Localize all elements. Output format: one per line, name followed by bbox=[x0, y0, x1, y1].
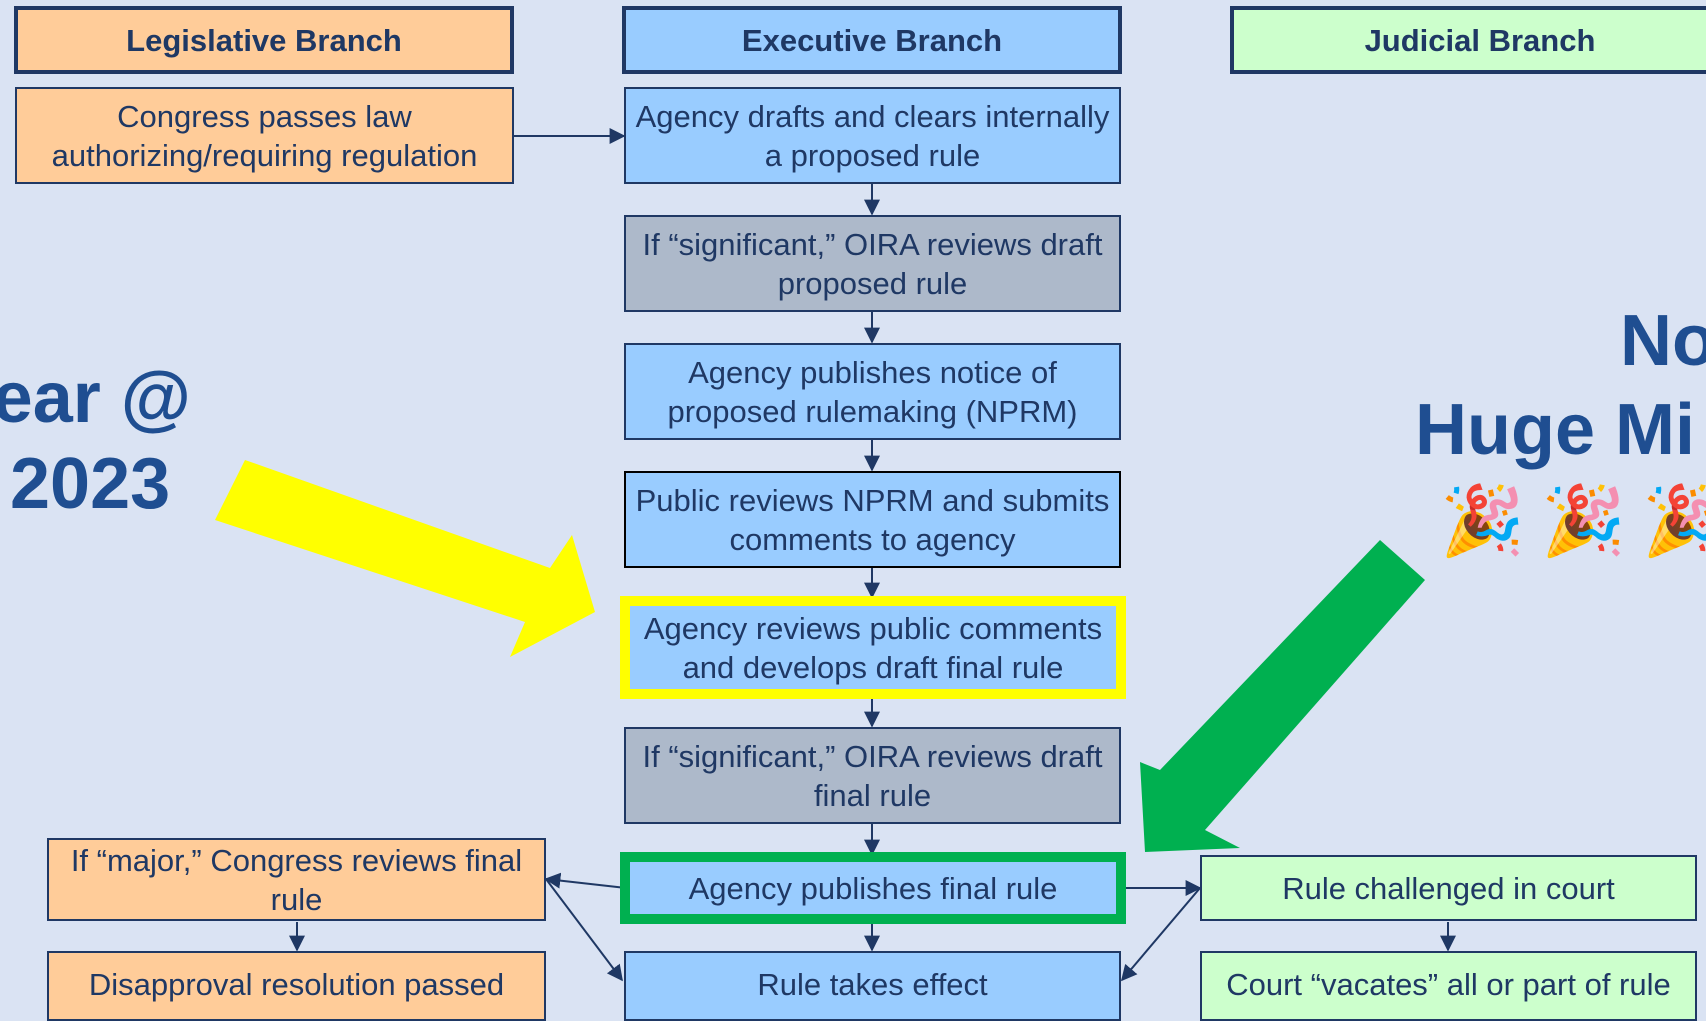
annotation-right-line2: Huge Mi bbox=[1415, 390, 1695, 470]
box-court-vacates-label: Court “vacates” all or part of rule bbox=[1226, 967, 1671, 1002]
box-publishes-final-label: Agency publishes final rule bbox=[688, 870, 1058, 906]
box-oira-proposed: If “significant,” OIRA reviews draft pro… bbox=[624, 215, 1121, 312]
box-agency-reviews-label: Agency reviews public comments and devel… bbox=[643, 610, 1103, 685]
box-nprm: Agency publishes notice of proposed rule… bbox=[624, 343, 1121, 440]
yellow-arrow bbox=[215, 460, 595, 657]
header-judicial-label: Judicial Branch bbox=[1364, 22, 1596, 58]
box-oira-proposed-label: If “significant,” OIRA reviews draft pro… bbox=[642, 226, 1103, 301]
arrow-congress-review-to-effect bbox=[545, 878, 623, 982]
box-congress-passes-label: Congress passes law authorizing/requirin… bbox=[51, 98, 478, 173]
box-publishes-final: Agency publishes final rule bbox=[620, 852, 1126, 924]
box-congress-reviews-label: If “major,” Congress reviews final rule bbox=[70, 842, 523, 917]
box-oira-final: If “significant,” OIRA reviews draft fin… bbox=[624, 727, 1121, 824]
header-executive: Executive Branch bbox=[622, 6, 1122, 74]
box-nprm-label: Agency publishes notice of proposed rule… bbox=[667, 354, 1078, 429]
box-congress-passes: Congress passes law authorizing/requirin… bbox=[15, 87, 514, 184]
party-popper-icon: 🎉 bbox=[1541, 483, 1626, 559]
box-agency-drafts-label: Agency drafts and clears internally a pr… bbox=[635, 98, 1110, 173]
box-rule-takes-effect: Rule takes effect bbox=[624, 951, 1121, 1021]
box-rule-takes-effect-label: Rule takes effect bbox=[757, 967, 988, 1002]
header-legislative-label: Legislative Branch bbox=[126, 22, 402, 58]
box-disapproval: Disapproval resolution passed bbox=[47, 951, 546, 1021]
box-agency-drafts: Agency drafts and clears internally a pr… bbox=[624, 87, 1121, 184]
box-court-vacates: Court “vacates” all or part of rule bbox=[1200, 951, 1697, 1021]
box-rule-challenged-label: Rule challenged in court bbox=[1282, 870, 1615, 906]
header-judicial: Judicial Branch bbox=[1230, 6, 1706, 74]
header-legislative: Legislative Branch bbox=[14, 6, 514, 74]
box-public-reviews: Public reviews NPRM and submits comments… bbox=[624, 471, 1121, 568]
box-disapproval-label: Disapproval resolution passed bbox=[88, 967, 505, 1002]
arrow-publish-to-congress-review bbox=[544, 872, 627, 889]
header-executive-label: Executive Branch bbox=[741, 22, 1003, 58]
annotation-right-line1: No bbox=[1620, 301, 1706, 381]
arrow-court-to-effect bbox=[1120, 887, 1201, 982]
party-popper-icon: 🎉 bbox=[1642, 483, 1706, 559]
box-public-reviews-label: Public reviews NPRM and submits comments… bbox=[635, 482, 1110, 557]
box-congress-reviews: If “major,” Congress reviews final rule bbox=[47, 838, 546, 921]
annotation-left-line2: 2023 bbox=[10, 444, 171, 524]
green-arrow bbox=[1140, 540, 1425, 852]
box-agency-reviews: Agency reviews public comments and devel… bbox=[620, 596, 1126, 699]
box-oira-final-label: If “significant,” OIRA reviews draft fin… bbox=[642, 738, 1103, 813]
annotation-left-line1: ear @ bbox=[0, 358, 191, 438]
box-rule-challenged: Rule challenged in court bbox=[1200, 855, 1697, 921]
party-popper-icon: 🎉 bbox=[1440, 483, 1525, 559]
